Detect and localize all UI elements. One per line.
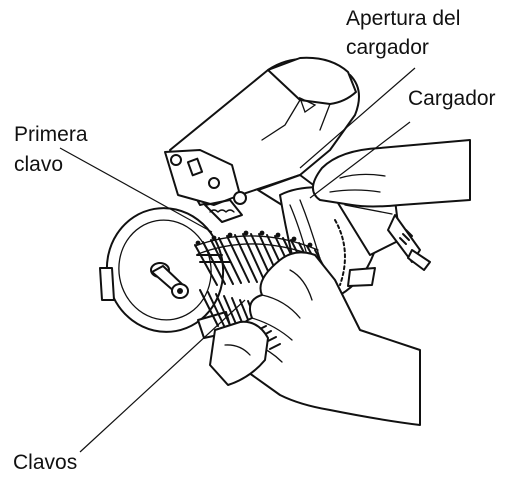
label-magazine-opening-line2: cargador (346, 36, 429, 59)
label-magazine-opening-line1: Apertura del (346, 7, 460, 30)
label-first-nail-line1: Primera (14, 123, 88, 146)
magazine-drum-illustration (97, 199, 233, 341)
label-nails: Clavos (13, 451, 77, 474)
label-magazine: Cargador (408, 87, 496, 110)
label-first-nail-line2: clavo (14, 153, 63, 176)
